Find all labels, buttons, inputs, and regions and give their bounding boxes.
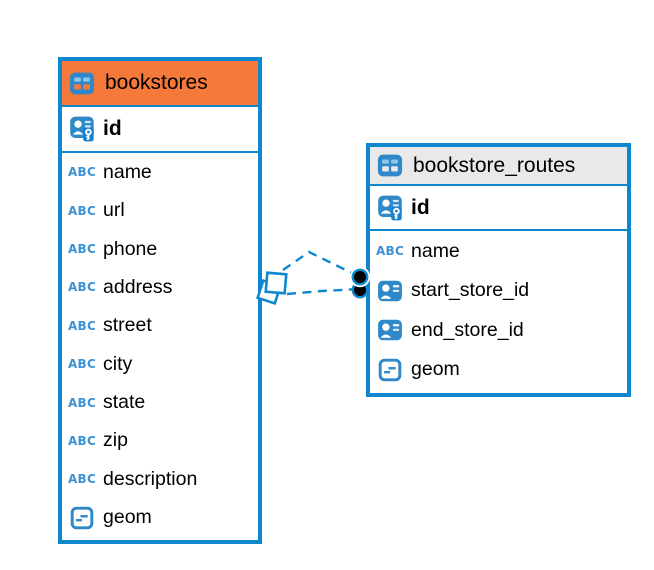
relationship-line-upper[interactable] [282, 250, 359, 278]
column-name: name [411, 239, 460, 262]
table-header-bookstore-routes[interactable]: bookstore_routes [370, 147, 627, 186]
column-row-city[interactable]: ABC city [62, 345, 258, 383]
table-title: bookstore_routes [413, 153, 576, 177]
column-row-id[interactable]: id [62, 107, 258, 153]
column-row-start-store-id[interactable]: start_store_id [370, 272, 627, 310]
column-row-description[interactable]: ABC description [62, 460, 258, 498]
primary-key-icon [68, 115, 96, 143]
geometry-type-icon [376, 358, 404, 382]
text-type-icon: ABC [67, 357, 97, 372]
table-bookstores[interactable]: bookstores id A [58, 57, 262, 544]
column-row-end-store-id[interactable]: end_store_id [370, 311, 627, 349]
primary-key-name: id [411, 195, 430, 219]
table-header-bookstores[interactable]: bookstores [62, 61, 258, 107]
column-name: zip [103, 429, 128, 452]
primary-key-name: id [103, 117, 122, 140]
text-type-icon: ABC [67, 318, 97, 333]
column-name: end_store_id [411, 318, 524, 341]
column-row-state[interactable]: ABC state [62, 384, 258, 422]
text-type-icon: ABC [67, 395, 97, 410]
text-type-icon: ABC [67, 433, 97, 448]
column-name: description [103, 467, 198, 490]
geometry-type-icon [68, 506, 96, 530]
column-name: start_store_id [411, 279, 530, 302]
table-icon [68, 72, 96, 95]
column-list: ABC name start_store_id [370, 231, 627, 390]
column-name: url [103, 199, 125, 222]
text-type-icon: ABC [375, 244, 405, 259]
text-type-icon: ABC [67, 472, 97, 487]
column-row-street[interactable]: ABC street [62, 307, 258, 345]
table-bookstore-routes[interactable]: bookstore_routes id [366, 143, 631, 397]
column-name: state [103, 391, 146, 414]
column-row-zip[interactable]: ABC zip [62, 422, 258, 460]
column-name: street [103, 314, 152, 337]
column-row-name[interactable]: ABC name [62, 153, 258, 191]
column-list: ABC name ABC url ABC phone ABC address A… [62, 153, 258, 537]
table-title: bookstores [105, 71, 208, 94]
text-type-icon: ABC [67, 203, 97, 218]
text-type-icon: ABC [67, 165, 97, 180]
foreign-key-icon [376, 279, 404, 303]
relationship-line-lower[interactable] [286, 287, 360, 296]
foreign-key-icon [376, 318, 404, 342]
column-name: geom [411, 358, 460, 381]
column-name: city [103, 352, 133, 375]
table-icon [376, 154, 404, 177]
column-name: geom [103, 506, 152, 529]
column-row-address[interactable]: ABC address [62, 268, 258, 306]
column-row-phone[interactable]: ABC phone [62, 230, 258, 268]
column-row-geom[interactable]: geom [370, 351, 627, 389]
text-type-icon: ABC [67, 242, 97, 257]
column-row-name[interactable]: ABC name [370, 232, 627, 270]
column-row-url[interactable]: ABC url [62, 192, 258, 230]
column-row-geom[interactable]: geom [62, 499, 258, 537]
text-type-icon: ABC [67, 280, 97, 295]
column-name: name [103, 160, 152, 183]
column-row-id[interactable]: id [370, 186, 627, 231]
primary-key-icon [376, 194, 404, 222]
column-name: address [103, 275, 173, 298]
column-name: phone [103, 237, 158, 260]
